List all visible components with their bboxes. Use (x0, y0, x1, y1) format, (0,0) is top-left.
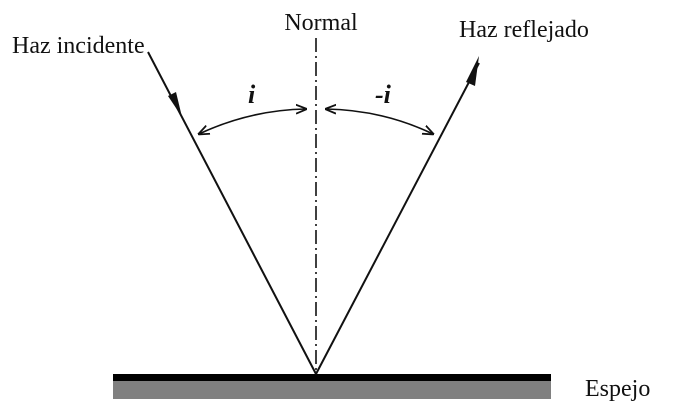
mirror-body (113, 379, 551, 399)
mirror-label: Espejo (585, 376, 650, 402)
angle-arc-reflected (326, 109, 433, 134)
incident-beam-label: Haz incidente (12, 33, 145, 59)
angle-arc-incident (199, 109, 306, 134)
angle-incident-label: i (248, 80, 256, 109)
reflected-beam (315, 62, 480, 375)
angle-reflected-label: -i (375, 80, 392, 109)
incident-arrowhead (168, 92, 182, 117)
reflected-arrowhead (466, 56, 479, 86)
mirror-surface (113, 374, 551, 381)
reflected-beam-label: Haz reflejado (459, 17, 589, 43)
normal-label: Normal (284, 10, 358, 36)
